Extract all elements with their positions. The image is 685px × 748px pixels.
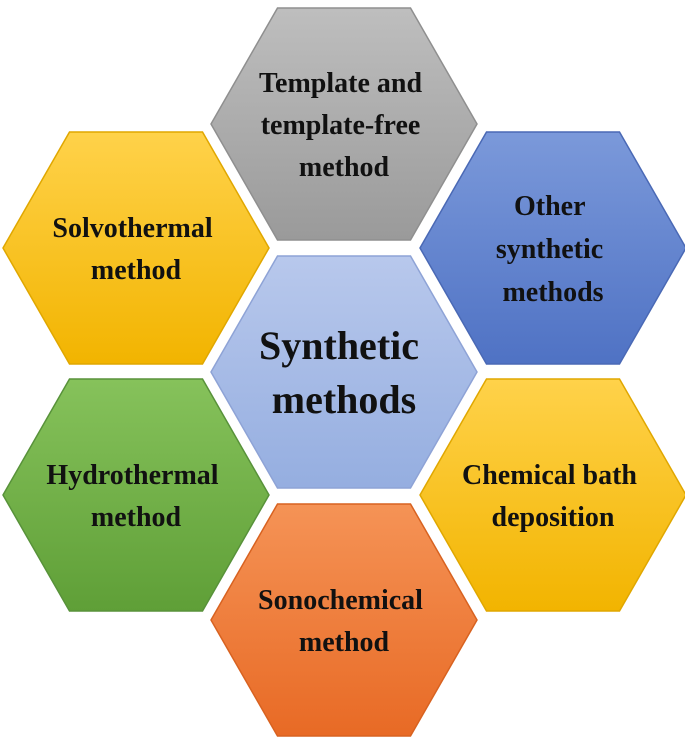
hex-center-shape <box>210 255 478 489</box>
hex-solvothermal-shape <box>2 131 270 365</box>
hex-template-line-2: template-free <box>261 110 421 141</box>
hex-hydrothermal-line-1: Hydrothermal <box>46 460 218 491</box>
hex-sonochemical-line-2: method <box>299 627 390 658</box>
hex-center: Synthetic methods <box>210 255 478 489</box>
hex-center-line-2: methods <box>272 377 416 422</box>
hex-center-label: Synthetic methods <box>259 323 429 422</box>
hex-chemical-bath-line-1: Chemical bath <box>462 460 637 491</box>
hex-hydrothermal: Hydrothermal method <box>2 378 270 612</box>
hex-chemical-bath: Chemical bath deposition <box>419 378 685 612</box>
hex-other: Other synthetic methods <box>419 131 685 365</box>
hex-template: Template and template-free method <box>210 7 478 241</box>
hex-solvothermal-label: Solvothermal method <box>52 213 219 286</box>
hex-other-shape <box>419 131 685 365</box>
hex-center-line-1: Synthetic <box>259 323 419 368</box>
hex-sonochemical-label: Sonochemical method <box>258 585 430 658</box>
hex-template-line-1: Template and <box>259 68 423 99</box>
hex-hydrothermal-label: Hydrothermal method <box>46 460 225 533</box>
hex-sonochemical: Sonochemical method <box>210 503 478 737</box>
hex-other-line-2: synthetic <box>496 234 603 265</box>
hex-template-line-3: method <box>299 152 390 183</box>
hex-chemical-bath-shape <box>419 378 685 612</box>
hex-sonochemical-line-1: Sonochemical <box>258 585 423 616</box>
hex-template-shape <box>210 7 478 241</box>
hex-hydrothermal-shape <box>2 378 270 612</box>
hex-other-line-3: methods <box>502 277 603 308</box>
hex-solvothermal-line-1: Solvothermal <box>52 213 212 244</box>
hex-chemical-bath-label: Chemical bath deposition <box>462 460 644 533</box>
hex-solvothermal: Solvothermal method <box>2 131 270 365</box>
hex-hydrothermal-line-2: method <box>91 502 182 533</box>
hex-other-line-1: Other <box>514 191 585 222</box>
hex-other-label: Other synthetic methods <box>496 191 610 308</box>
hex-template-label: Template and template-free method <box>259 68 429 183</box>
hex-chemical-bath-line-2: deposition <box>492 502 615 533</box>
hex-sonochemical-shape <box>210 503 478 737</box>
hex-solvothermal-line-2: method <box>91 255 182 286</box>
